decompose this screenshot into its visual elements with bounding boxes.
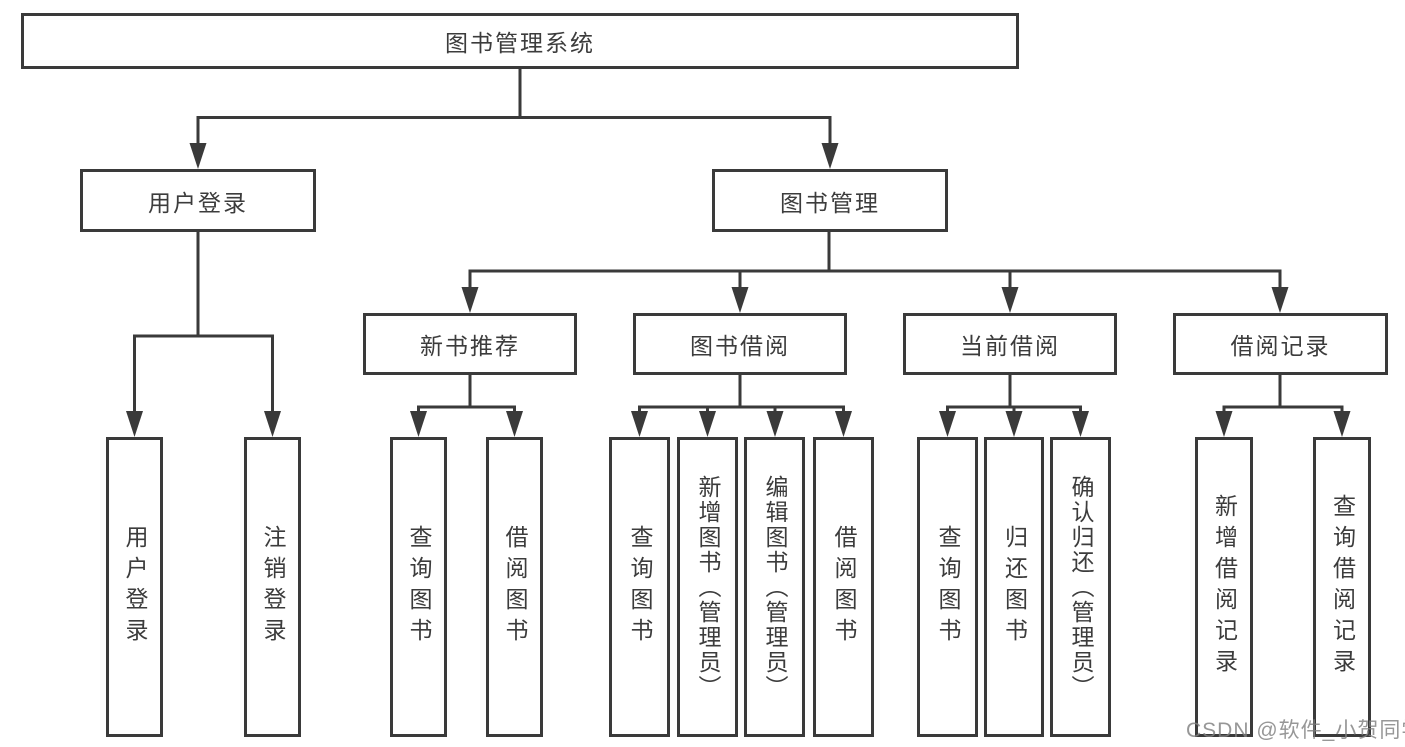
leaf-confirm-return-admin-label: 确认归还（管理员） — [1068, 474, 1094, 700]
node-new-book-recommend: 新书推荐 — [363, 313, 577, 375]
leaf-query-books-recommend: 查询图书 — [390, 437, 447, 737]
leaf-return-books-label: 归还图书 — [1001, 525, 1028, 649]
leaf-confirm-return-admin: 确认归还（管理员） — [1050, 437, 1111, 737]
arrowheads — [126, 143, 1351, 437]
node-user-login-label: 用户登录 — [148, 189, 248, 216]
leaf-query-books-borrow: 查询图书 — [609, 437, 670, 737]
leaf-logout: 注销登录 — [244, 437, 301, 737]
leaf-return-books: 归还图书 — [984, 437, 1044, 737]
node-book-management: 图书管理 — [712, 169, 948, 232]
node-book-management-label: 图书管理 — [780, 189, 880, 216]
leaf-add-borrow-record-label: 新增借阅记录 — [1211, 494, 1238, 680]
node-book-borrow: 图书借阅 — [633, 313, 847, 375]
node-new-book-recommend-label: 新书推荐 — [420, 333, 520, 359]
watermark: CSDN @软件_小贺同学 — [1186, 719, 1405, 742]
leaf-borrow-books-recommend-label: 借阅图书 — [502, 525, 528, 649]
leaf-edit-books-admin-label: 编辑图书（管理员） — [762, 474, 788, 700]
leaf-borrow-books: 借阅图书 — [813, 437, 874, 737]
leaf-edit-books-admin: 编辑图书（管理员） — [744, 437, 805, 737]
leaf-user-login-label: 用户登录 — [122, 525, 148, 649]
leaf-query-books-borrow-label: 查询图书 — [627, 525, 653, 649]
leaf-logout-label: 注销登录 — [260, 525, 286, 649]
leaf-query-books-current: 查询图书 — [917, 437, 978, 737]
node-library-system-label: 图书管理系统 — [445, 30, 595, 56]
node-user-login: 用户登录 — [80, 169, 316, 232]
leaf-query-borrow-record: 查询借阅记录 — [1313, 437, 1371, 737]
leaf-user-login: 用户登录 — [106, 437, 163, 737]
node-current-borrow-label: 当前借阅 — [960, 333, 1060, 359]
node-borrow-records: 借阅记录 — [1173, 313, 1388, 375]
node-current-borrow: 当前借阅 — [903, 313, 1117, 375]
leaf-query-books-current-label: 查询图书 — [935, 525, 961, 649]
leaf-add-borrow-record: 新增借阅记录 — [1195, 437, 1253, 737]
leaf-add-books-admin-label: 新增图书（管理员） — [695, 474, 721, 700]
leaf-query-borrow-record-label: 查询借阅记录 — [1329, 494, 1356, 680]
leaf-borrow-books-label: 借阅图书 — [831, 525, 857, 649]
node-library-system: 图书管理系统 — [21, 13, 1019, 69]
node-borrow-records-label: 借阅记录 — [1230, 333, 1331, 359]
leaf-query-books-recommend-label: 查询图书 — [406, 525, 432, 649]
leaf-add-books-admin: 新增图书（管理员） — [677, 437, 738, 737]
node-book-borrow-label: 图书借阅 — [690, 333, 790, 359]
leaf-borrow-books-recommend: 借阅图书 — [486, 437, 543, 737]
